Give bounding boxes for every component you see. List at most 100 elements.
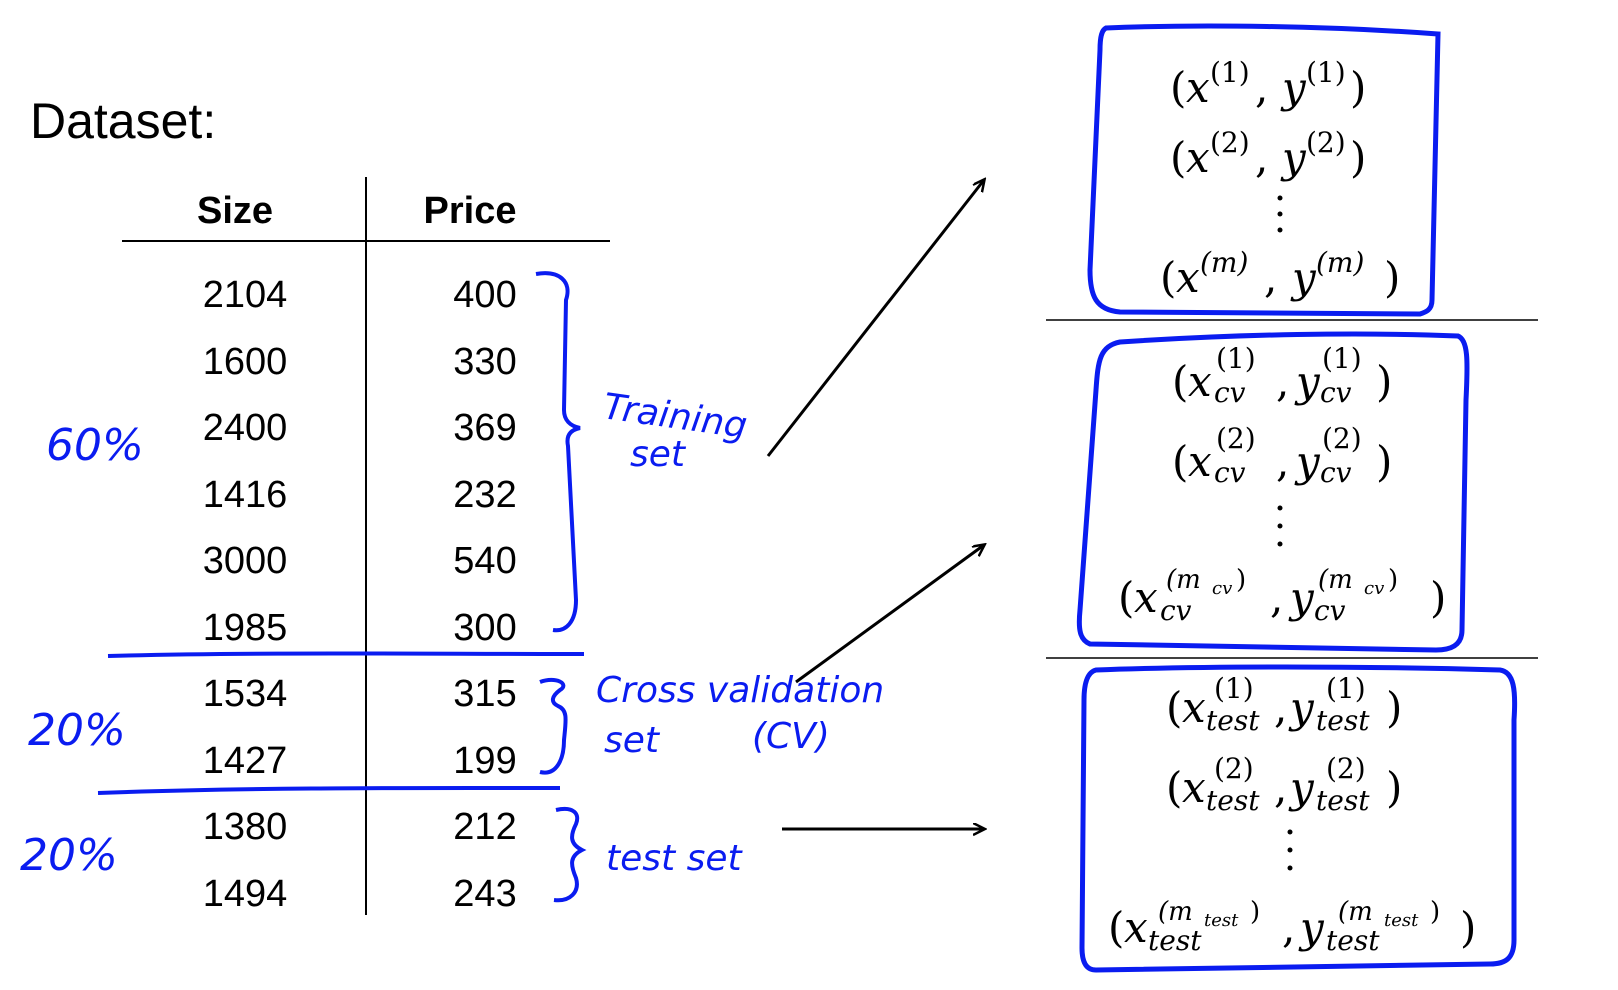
test-brace xyxy=(553,807,587,903)
test-box xyxy=(1079,664,1518,973)
svg-text:test: test xyxy=(1204,910,1239,931)
train-vertical-dots xyxy=(1277,195,1283,233)
test-pair-1: ( x (1) test , y (1) test ) xyxy=(1166,672,1402,737)
price-cell: 400 xyxy=(453,274,517,316)
svg-text:): ) xyxy=(1430,897,1440,927)
cv-box xyxy=(1076,331,1470,653)
size-cell: 1416 xyxy=(202,473,288,516)
svg-text:test: test xyxy=(1316,784,1370,817)
svg-text:(: ( xyxy=(1160,253,1176,302)
price-cell: 369 xyxy=(453,407,517,449)
svg-text:,: , xyxy=(1282,903,1295,952)
svg-text:): ) xyxy=(1388,565,1398,595)
svg-text:y: y xyxy=(1280,63,1307,112)
svg-text:(: ( xyxy=(1172,437,1188,486)
svg-text:(m): (m) xyxy=(1200,246,1248,279)
price-cell: 199 xyxy=(453,739,517,782)
cv-brace xyxy=(539,677,568,775)
price-cell: 232 xyxy=(453,473,517,516)
test-percent-label: 20% xyxy=(20,830,118,881)
cv-set-label-line2: set xyxy=(604,720,661,761)
svg-text:): ) xyxy=(1460,903,1476,952)
arrow-to-cv-box xyxy=(795,545,984,684)
svg-text:(2): (2) xyxy=(1322,422,1362,455)
svg-text:(: ( xyxy=(1170,133,1186,182)
svg-text:(m: (m xyxy=(1158,897,1193,927)
cv-percent-label: 20% xyxy=(28,705,126,756)
dataset-title: Dataset: xyxy=(30,93,217,149)
svg-text:test: test xyxy=(1316,704,1370,737)
svg-text:(: ( xyxy=(1108,903,1124,952)
price-cell: 330 xyxy=(453,340,517,383)
svg-text:cv: cv xyxy=(1212,578,1232,599)
svg-text:,: , xyxy=(1276,357,1289,406)
svg-text:(1): (1) xyxy=(1326,672,1366,705)
svg-text:(1): (1) xyxy=(1210,56,1250,89)
svg-text:y: y xyxy=(1290,253,1317,302)
svg-text:): ) xyxy=(1376,437,1392,486)
svg-text:cv: cv xyxy=(1320,456,1352,489)
size-cell: 2104 xyxy=(202,274,288,316)
svg-text:x: x xyxy=(1176,253,1200,302)
column-header-size: Size xyxy=(196,190,274,232)
svg-text:x: x xyxy=(1188,357,1212,406)
svg-text:y: y xyxy=(1294,437,1321,486)
svg-text:,: , xyxy=(1270,573,1283,622)
training-box xyxy=(1087,23,1441,317)
test-pair-2: ( x (2) test , y (2) test ) xyxy=(1166,752,1402,817)
svg-text:(: ( xyxy=(1118,573,1134,622)
size-cell: 1534 xyxy=(202,673,288,715)
size-cell: 1985 xyxy=(202,606,288,649)
test-vertical-dots xyxy=(1287,829,1293,871)
training-set-label-line2: set xyxy=(630,434,687,475)
svg-text:(1): (1) xyxy=(1214,672,1254,705)
svg-text:x: x xyxy=(1186,63,1210,112)
cv-pair-1: ( x (1) cv , y (1) cv ) xyxy=(1172,342,1392,409)
test-set-label: test set xyxy=(606,838,743,879)
column-header-price: Price xyxy=(423,190,517,232)
svg-text:(2): (2) xyxy=(1306,126,1346,159)
svg-text:y: y xyxy=(1294,357,1321,406)
svg-text:(2): (2) xyxy=(1216,422,1256,455)
svg-text:(: ( xyxy=(1172,357,1188,406)
svg-text:test: test xyxy=(1326,924,1380,957)
svg-text:(: ( xyxy=(1166,683,1182,732)
svg-text:x: x xyxy=(1186,133,1210,182)
svg-text:(2): (2) xyxy=(1214,752,1254,785)
size-cell: 2400 xyxy=(202,407,288,449)
svg-text:(m: (m xyxy=(1338,897,1373,927)
cv-pair-m: ( x (m cv ) cv , y (m cv ) cv ) xyxy=(1118,565,1446,627)
svg-text:(m): (m) xyxy=(1316,246,1364,279)
svg-text:(m: (m xyxy=(1318,565,1353,595)
svg-text:y: y xyxy=(1298,903,1325,952)
svg-text:cv: cv xyxy=(1314,594,1346,627)
svg-text:(: ( xyxy=(1166,763,1182,812)
svg-text:cv: cv xyxy=(1320,376,1352,409)
svg-text:(m: (m xyxy=(1166,565,1201,595)
cv-abbrev-label: (CV) xyxy=(752,716,830,757)
svg-text:x: x xyxy=(1182,763,1206,812)
cv-set-label-line1: Cross validation xyxy=(596,670,884,711)
svg-text:test: test xyxy=(1206,704,1260,737)
size-cell: 3000 xyxy=(202,540,288,582)
size-cell: 1427 xyxy=(202,739,288,782)
price-cell: 212 xyxy=(453,806,517,848)
cv-pair-2: ( x (2) cv , y (2) cv ) xyxy=(1172,422,1392,489)
svg-text:x: x xyxy=(1188,437,1212,486)
svg-text:): ) xyxy=(1386,683,1402,732)
svg-text:(: ( xyxy=(1170,63,1186,112)
svg-text:): ) xyxy=(1250,897,1260,927)
price-cell: 300 xyxy=(453,606,517,649)
svg-text:): ) xyxy=(1350,133,1366,182)
svg-text:): ) xyxy=(1350,63,1366,112)
svg-text:x: x xyxy=(1134,573,1158,622)
svg-text:y: y xyxy=(1288,683,1315,732)
svg-text:): ) xyxy=(1236,565,1246,595)
svg-text:): ) xyxy=(1376,357,1392,406)
svg-text:,: , xyxy=(1264,253,1277,302)
svg-text:test: test xyxy=(1148,924,1202,957)
size-cell: 1494 xyxy=(202,872,288,915)
svg-text:(2): (2) xyxy=(1326,752,1366,785)
svg-text:cv: cv xyxy=(1214,456,1246,489)
